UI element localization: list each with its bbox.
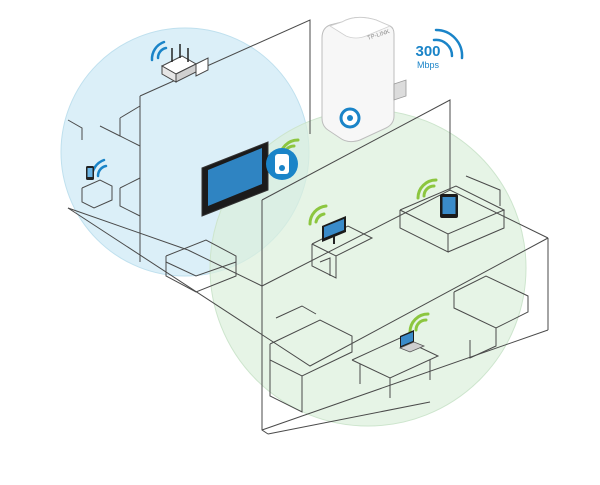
speed-badge: 300 Mbps — [408, 43, 448, 71]
speed-value: 300 — [415, 43, 441, 60]
range-extender-icon — [321, 16, 407, 143]
signal-arcs — [278, 138, 438, 334]
house-wireframe — [67, 19, 549, 435]
monitor-icon — [322, 216, 346, 244]
tv-icon — [201, 141, 269, 217]
speed-unit: Mbps — [416, 60, 439, 70]
laptop-icon — [398, 330, 426, 353]
tablet-icon — [440, 194, 458, 218]
router-icon — [160, 44, 209, 83]
wall-extender-icon — [266, 148, 298, 180]
phone-icon — [86, 166, 94, 180]
